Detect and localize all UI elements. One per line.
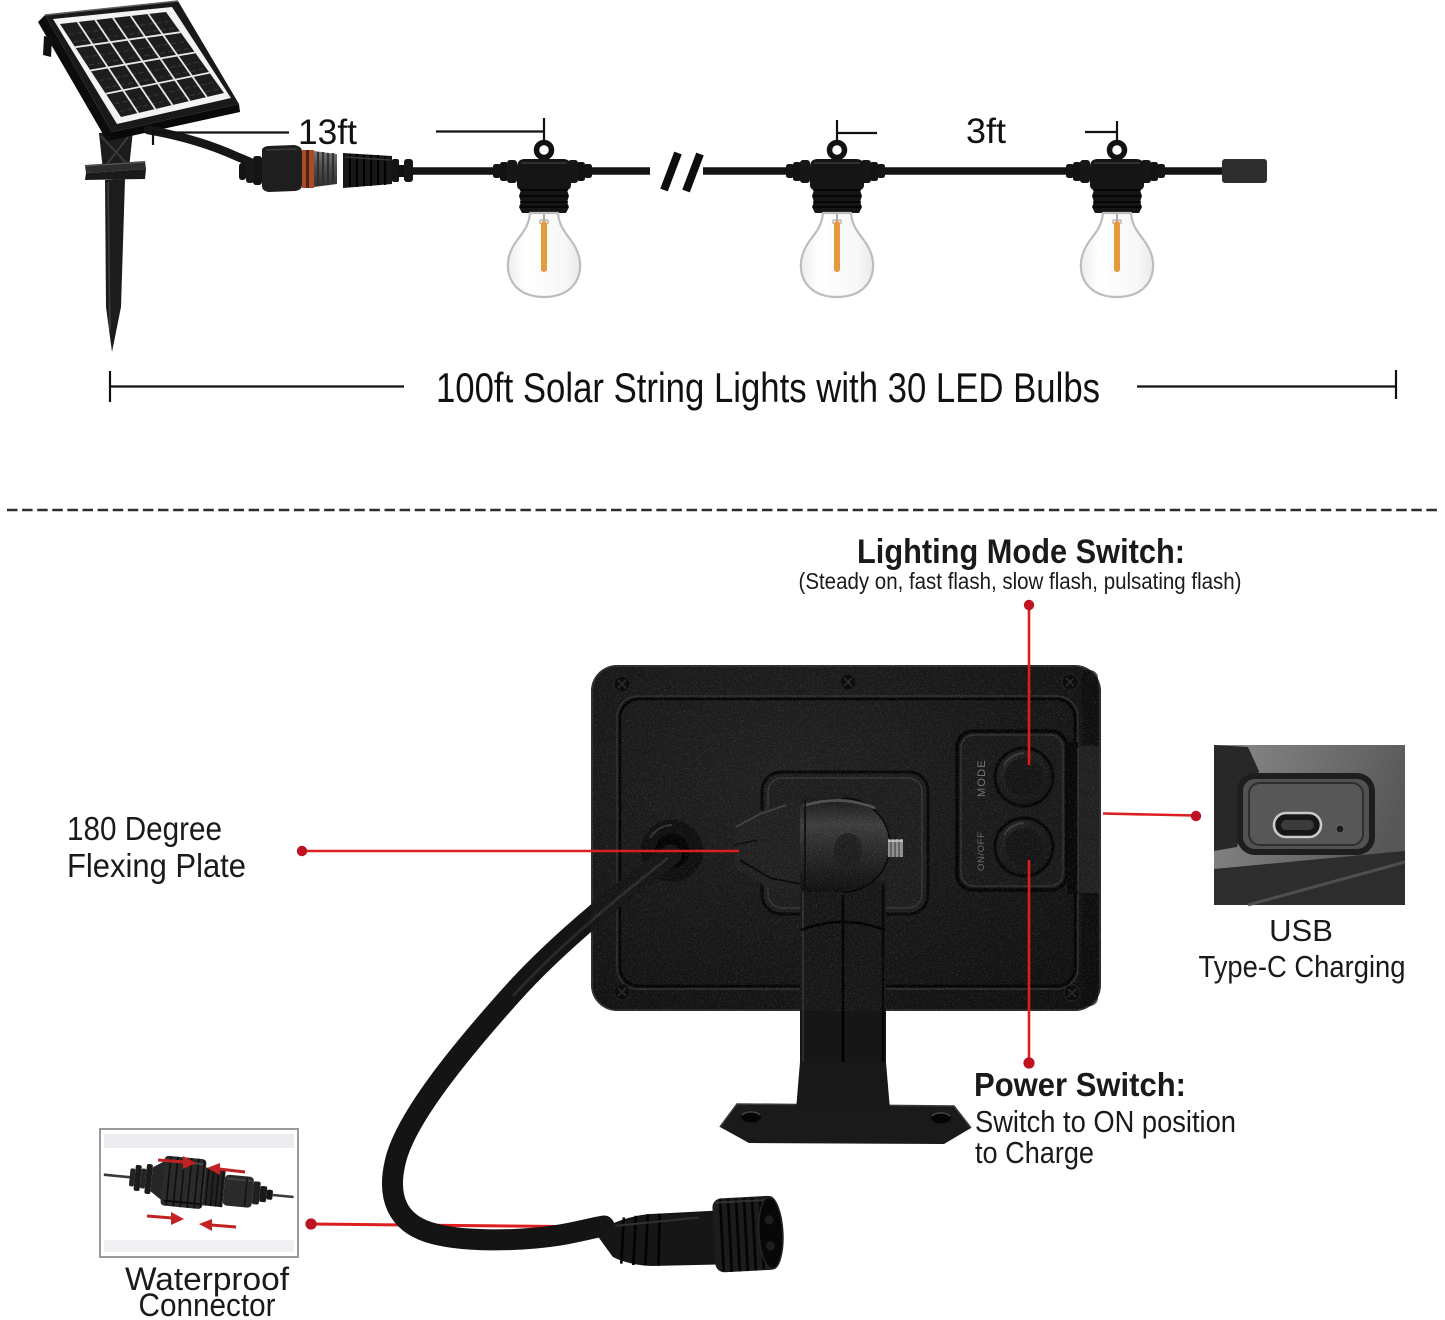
svg-text:(Steady on, fast flash, slow f: (Steady on, fast flash, slow flash, puls… (799, 568, 1242, 594)
svg-text:Connector: Connector (139, 1287, 276, 1320)
svg-text:Power Switch:: Power Switch: (974, 1066, 1186, 1103)
svg-text:Flexing Plate: Flexing Plate (67, 847, 246, 884)
svg-text:180 Degree: 180 Degree (67, 810, 222, 847)
svg-text:13ft: 13ft (298, 113, 357, 152)
svg-text:Type-C Charging: Type-C Charging (1199, 949, 1406, 984)
svg-text:USB: USB (1269, 913, 1333, 948)
svg-text:3ft: 3ft (966, 112, 1006, 151)
svg-text:Switch to ON position: Switch to ON position (975, 1104, 1236, 1139)
svg-text:Lighting Mode Switch:: Lighting Mode Switch: (857, 533, 1185, 571)
svg-text:100ft Solar String Lights with: 100ft Solar String Lights with 30 LED Bu… (436, 364, 1100, 411)
svg-text:Waterproof: Waterproof (125, 1261, 289, 1297)
svg-text:to Charge: to Charge (975, 1135, 1094, 1170)
